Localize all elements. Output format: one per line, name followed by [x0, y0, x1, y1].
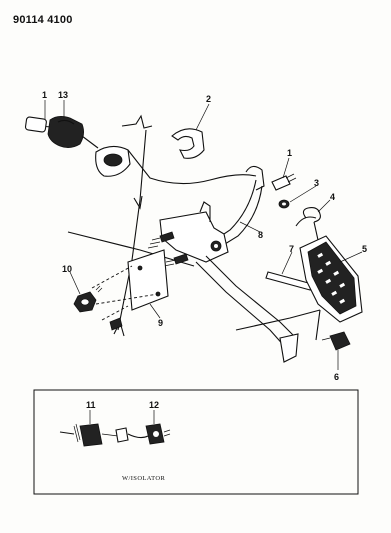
leader-lines: [44, 100, 363, 370]
return-spring: [295, 207, 321, 241]
isolator-inset: [33, 389, 359, 495]
mounting-plate: [91, 249, 169, 321]
pedal-arm: [205, 165, 265, 253]
callout-12: 12: [149, 400, 159, 410]
callout-2: 2: [206, 94, 211, 104]
callout-7: 7: [289, 244, 294, 254]
pivot-pin: [265, 271, 313, 291]
page-code: 90114 4100: [13, 14, 73, 26]
callout-6: 6: [334, 372, 339, 382]
callout-11: 11: [86, 400, 96, 410]
hex-nut: [73, 285, 123, 331]
throttle-cable-end: [24, 116, 257, 185]
pedal-pad: [299, 235, 363, 341]
pivot-bolt: [271, 173, 297, 209]
retainer-clip: [171, 128, 205, 159]
callout-8: 8: [258, 230, 263, 240]
pedal-lower-arm: [195, 255, 321, 363]
callout-3: 3: [314, 178, 319, 188]
callout-10: 10: [62, 264, 72, 274]
callout-1-bolt: 1: [287, 148, 292, 158]
callout-13: 13: [58, 90, 68, 100]
callout-9: 9: [158, 318, 163, 328]
callout-5: 5: [362, 244, 367, 254]
inset-caption: W/ISOLATOR: [122, 475, 166, 482]
pedal-bracket: [147, 201, 229, 267]
callout-1-cable: 1: [42, 90, 47, 100]
pedal-bumper: [321, 331, 351, 351]
callout-4: 4: [330, 192, 335, 202]
